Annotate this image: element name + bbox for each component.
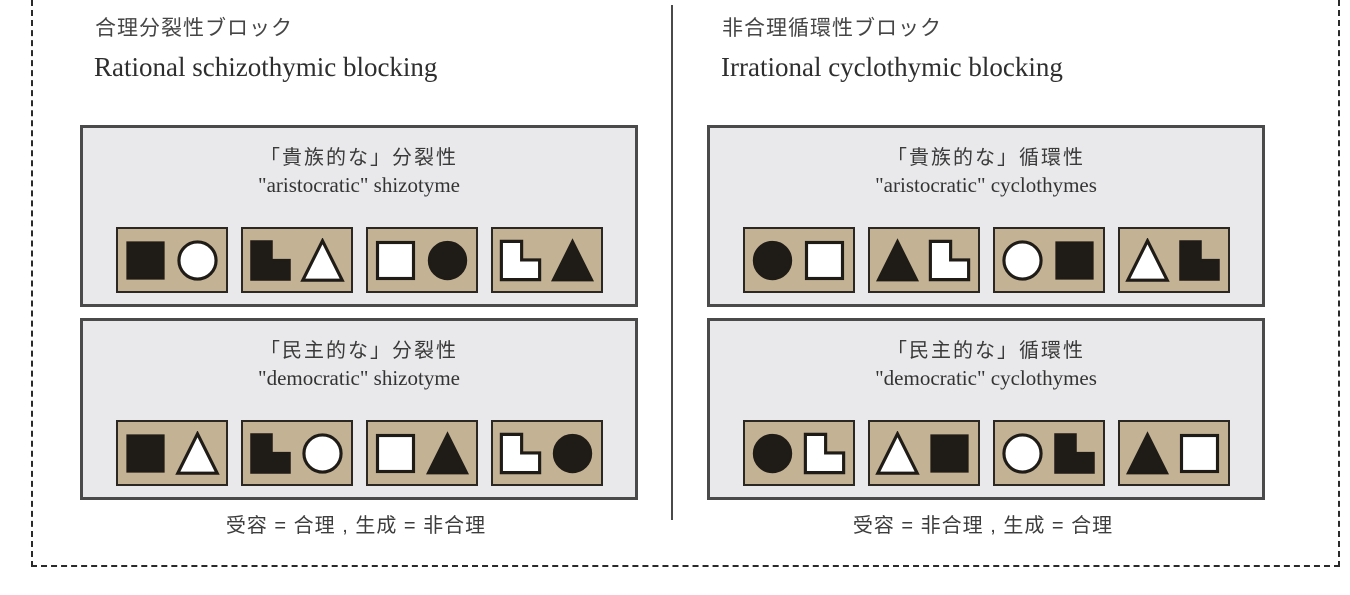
- circle-outline-icon: [1002, 432, 1043, 474]
- symbol-card: [490, 420, 603, 486]
- symbol-card: [365, 227, 478, 293]
- column-irrational-cyclothymic: 非合理循環性ブロック Irrational cyclothymic blocki…: [707, 0, 1267, 560]
- symbol-card: [742, 227, 855, 293]
- group-box-aristocratic-shizotyme: 「貴族的な」分裂性 "aristocratic" shizotyme: [80, 125, 638, 307]
- symbol-card: [365, 420, 478, 486]
- group-box-aristocratic-cyclothymes: 「貴族的な」循環性 "aristocratic" cyclothymes: [707, 125, 1265, 307]
- symbol-card-row: [83, 227, 635, 293]
- lshape-filled-icon: [250, 239, 291, 281]
- group-label-japanese: 「貴族的な」循環性: [887, 147, 1085, 169]
- group-label-english: "democratic" cyclothymes: [875, 366, 1097, 390]
- column-divider-line: [671, 5, 673, 520]
- column-rational-schizothymic: 合理分裂性ブロック Rational schizothymic blocking…: [80, 0, 640, 560]
- square-outline-icon: [1179, 433, 1220, 473]
- circle-filled-icon: [552, 433, 593, 473]
- symbol-card: [1117, 420, 1230, 486]
- square-outline-icon: [375, 433, 416, 473]
- symbol-card: [240, 420, 353, 486]
- circle-outline-icon: [1002, 239, 1043, 281]
- circle-outline-icon: [177, 239, 218, 281]
- column-title-japanese: 合理分裂性ブロック: [95, 17, 293, 40]
- triangle-outline-icon: [300, 237, 345, 282]
- triangle-filled-icon: [425, 430, 470, 474]
- symbol-card: [992, 420, 1105, 486]
- square-filled-icon: [930, 433, 969, 473]
- column-title-english: Irrational cyclothymic blocking: [721, 52, 1063, 82]
- circle-filled-icon: [752, 433, 793, 473]
- group-box-democratic-cyclothymes: 「民主的な」循環性 "democratic" cyclothymes: [707, 318, 1265, 500]
- lshape-filled-icon: [1054, 432, 1095, 474]
- circle-filled-icon: [427, 240, 468, 280]
- symbol-card: [1117, 227, 1230, 293]
- square-filled-icon: [126, 240, 165, 280]
- lshape-filled-icon: [250, 432, 291, 474]
- triangle-outline-icon: [175, 430, 220, 475]
- symbol-card-row: [710, 227, 1262, 293]
- column-caption: 受容 = 合理 , 生成 = 非合理: [225, 515, 487, 537]
- square-outline-icon: [375, 240, 416, 280]
- symbol-card: [240, 227, 353, 293]
- column-title-japanese: 非合理循環性ブロック: [722, 17, 942, 40]
- group-label-english: "democratic" shizotyme: [258, 366, 460, 390]
- square-filled-icon: [126, 433, 165, 473]
- symbol-card: [992, 227, 1105, 293]
- symbol-card: [115, 420, 228, 486]
- symbol-card: [490, 227, 603, 293]
- lshape-outline-icon: [803, 432, 846, 474]
- square-filled-icon: [1055, 240, 1094, 280]
- group-box-democratic-shizotyme: 「民主的な」分裂性 "democratic" shizotyme: [80, 318, 638, 500]
- triangle-outline-icon: [1125, 237, 1170, 282]
- circle-filled-icon: [752, 240, 793, 280]
- symbol-card: [115, 227, 228, 293]
- symbol-card: [742, 420, 855, 486]
- triangle-outline-icon: [875, 430, 920, 475]
- triangle-filled-icon: [875, 237, 920, 281]
- lshape-filled-icon: [1179, 239, 1220, 281]
- symbol-card-row: [710, 420, 1262, 486]
- group-label-japanese: 「民主的な」循環性: [887, 340, 1085, 362]
- group-label-english: "aristocratic" shizotyme: [258, 173, 460, 197]
- group-label-japanese: 「貴族的な」分裂性: [260, 147, 458, 169]
- group-label-english: "aristocratic" cyclothymes: [875, 173, 1097, 197]
- lshape-outline-icon: [499, 432, 542, 474]
- lshape-outline-icon: [928, 239, 971, 281]
- circle-outline-icon: [302, 432, 343, 474]
- triangle-filled-icon: [550, 237, 595, 281]
- group-label-japanese: 「民主的な」分裂性: [260, 340, 458, 362]
- column-title-english: Rational schizothymic blocking: [94, 52, 438, 82]
- column-caption: 受容 = 非合理 , 生成 = 合理: [852, 515, 1114, 537]
- outer-dashed-border: [31, 0, 1340, 567]
- square-outline-icon: [804, 240, 845, 280]
- triangle-filled-icon: [1125, 430, 1170, 474]
- symbol-card: [867, 420, 980, 486]
- symbol-card-row: [83, 420, 635, 486]
- symbol-card: [867, 227, 980, 293]
- lshape-outline-icon: [499, 239, 542, 281]
